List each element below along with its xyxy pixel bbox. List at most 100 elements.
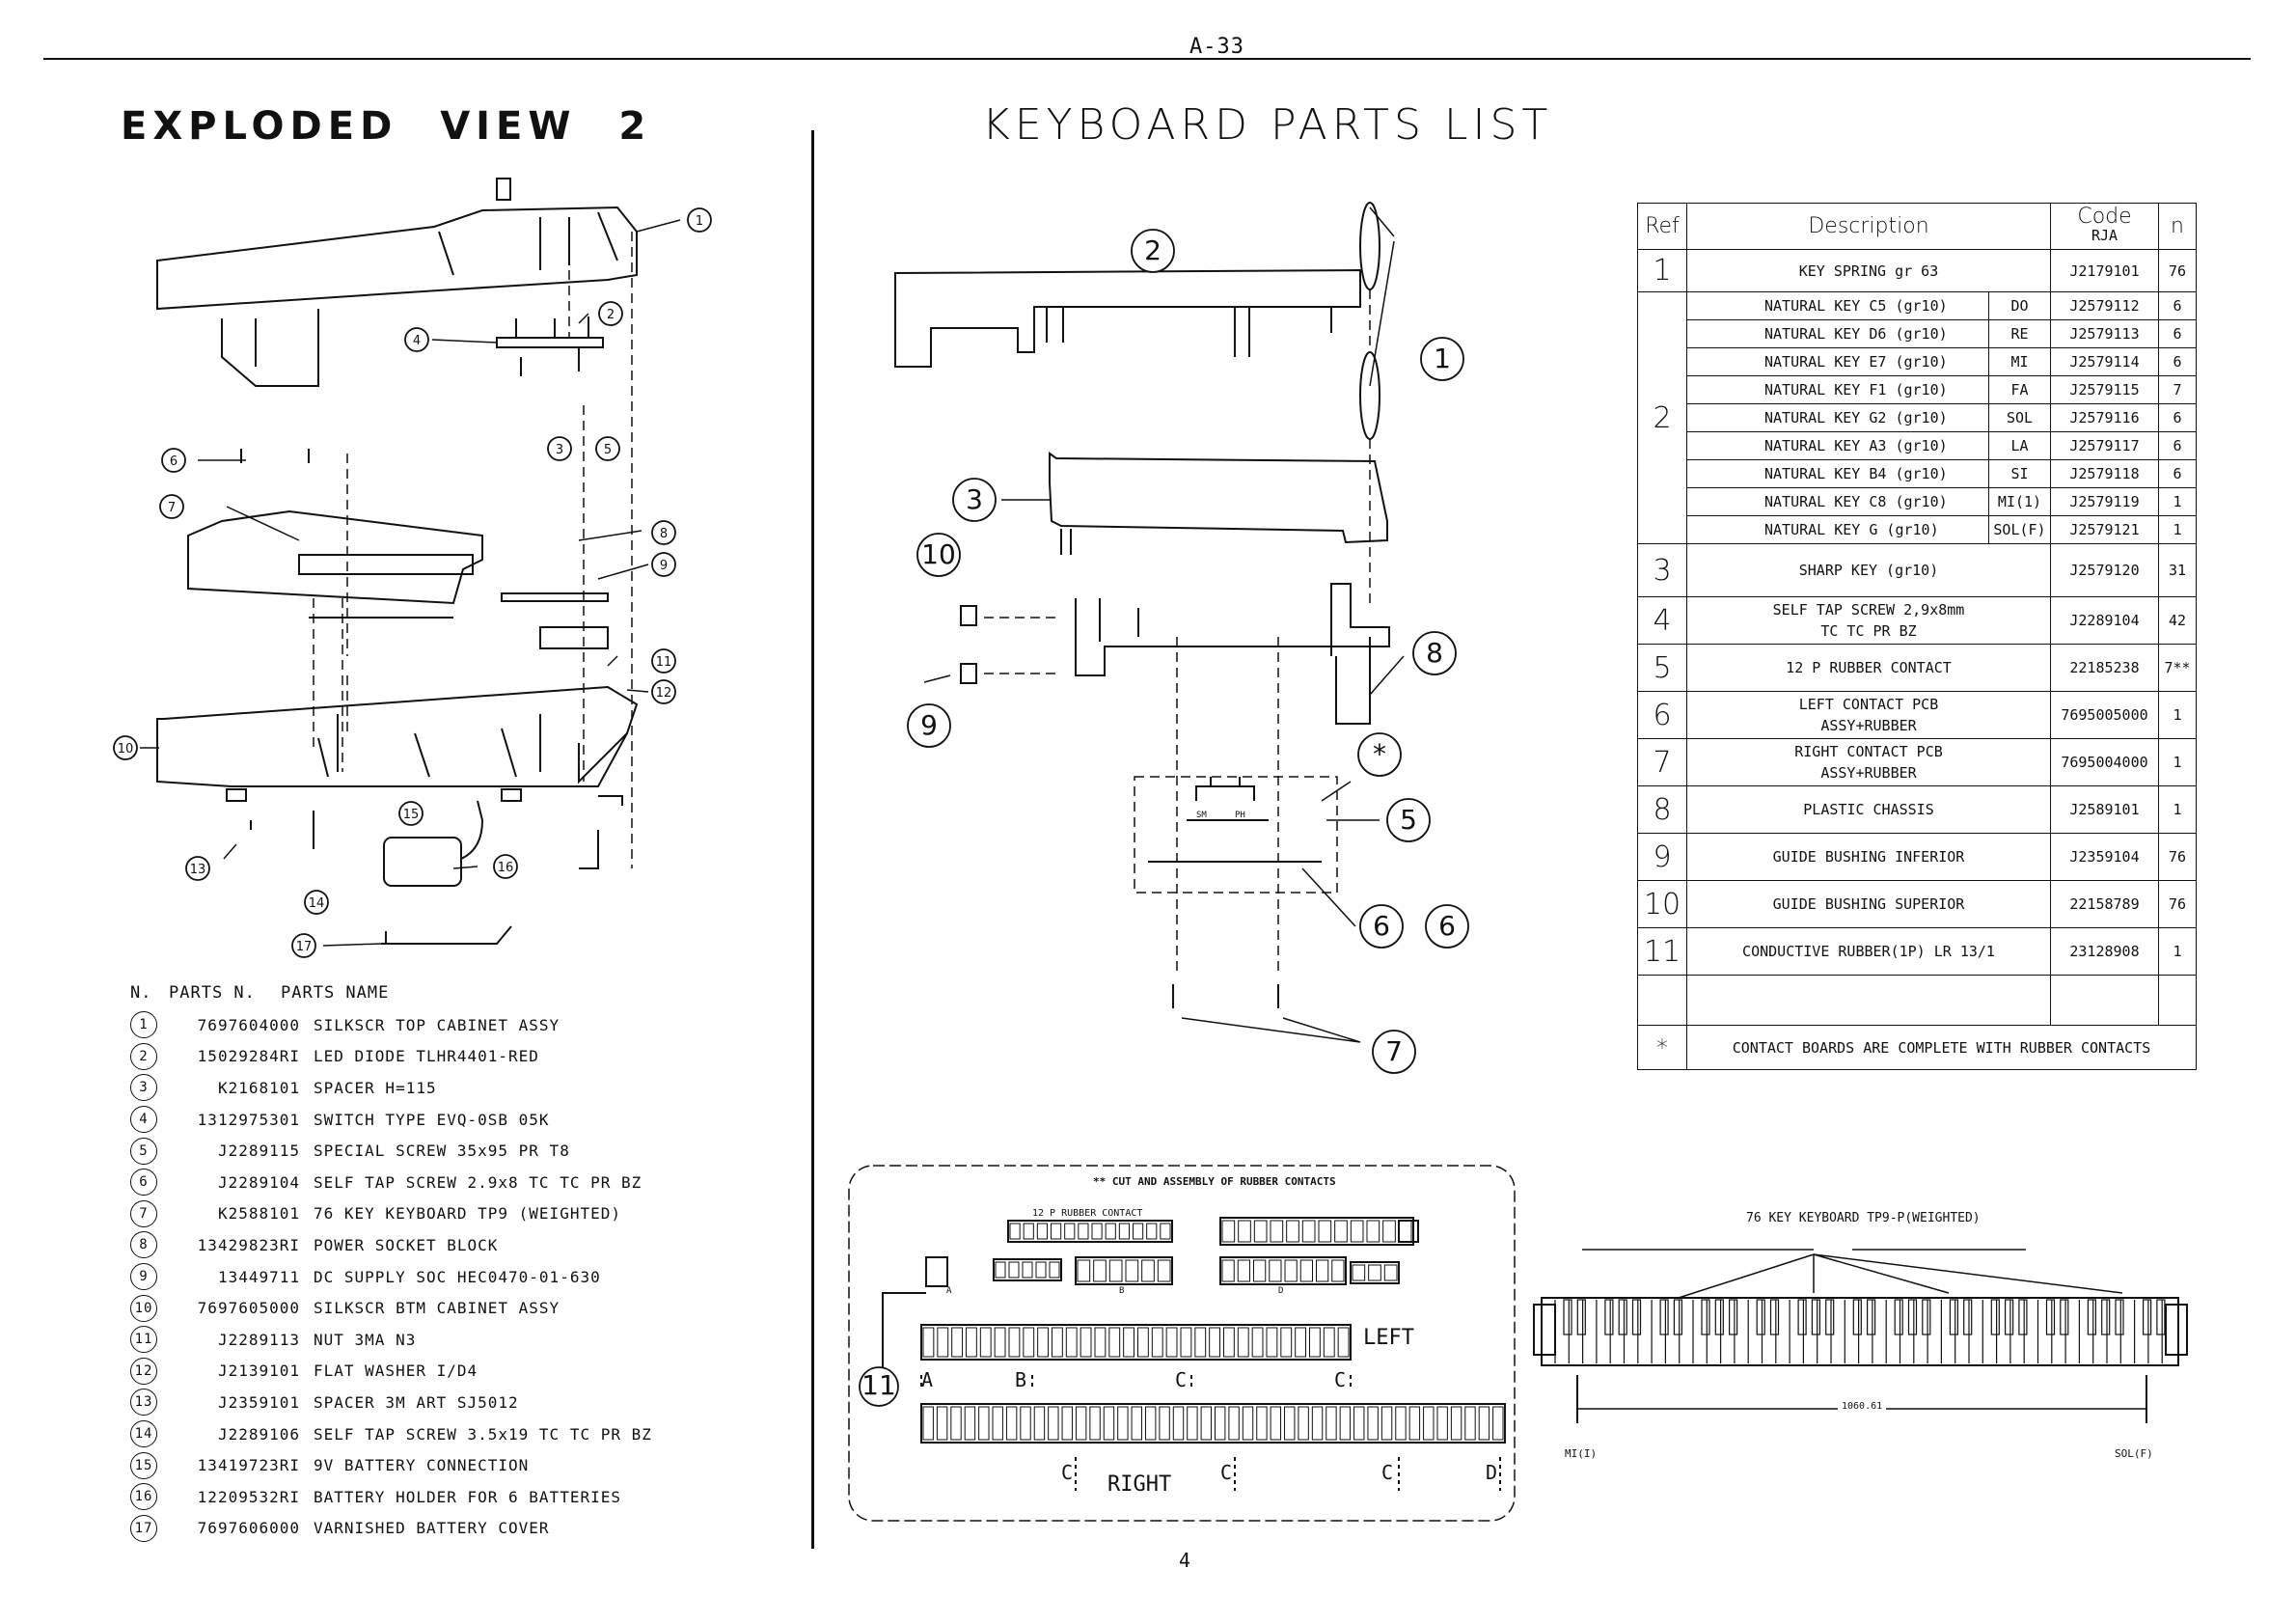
part-code: 15029284RI xyxy=(197,1047,300,1066)
callout-label: 4 xyxy=(413,334,421,348)
rubber-pad xyxy=(1223,1327,1235,1358)
rubber-pad xyxy=(1105,1223,1116,1240)
rubber-pad xyxy=(1334,1220,1348,1243)
cell-desc: SHARP KEY (gr10) xyxy=(1686,543,2051,597)
keyboard-top-view xyxy=(1533,1249,2188,1423)
rubber-pad xyxy=(1339,1406,1352,1441)
exploded-guide-lines xyxy=(313,232,633,868)
rubber-pad xyxy=(1298,1406,1309,1441)
cell-desc-line: LEFT CONTACT PCB xyxy=(1798,696,1939,713)
rubber-pads xyxy=(922,1220,1504,1441)
rubber-pad xyxy=(1064,1223,1076,1240)
rubber-pad xyxy=(1159,1406,1170,1441)
cell-desc-line2: ASSY+RUBBER xyxy=(1820,717,1917,734)
rubber-pad xyxy=(1266,1327,1278,1358)
cell-desc-line2: ASSY+RUBBER xyxy=(1820,764,1917,782)
black-key xyxy=(2101,1299,2111,1335)
cell-desc: 12 P RUBBER CONTACT xyxy=(1686,644,2051,692)
black-key xyxy=(1728,1299,1738,1335)
mark-c3: C xyxy=(1061,1461,1074,1484)
rubber-pad xyxy=(1350,1220,1364,1243)
part-name: POWER SOCKET BLOCK xyxy=(314,1235,499,1254)
th-code-sub: RJA xyxy=(2091,227,2118,244)
callout-label: 15 xyxy=(403,808,420,822)
cell-desc: NATURAL KEY G2 (gr10) xyxy=(1686,403,1989,432)
cell-note: LA xyxy=(1988,431,2051,460)
rubber-pad xyxy=(1146,1223,1158,1240)
rubber-pad xyxy=(1353,1406,1365,1441)
black-key xyxy=(1825,1299,1835,1335)
keyboard-right-label: SOL(F) xyxy=(2115,1447,2153,1460)
rubber-pad xyxy=(1077,1259,1091,1282)
cell-desc: CONDUCTIVE RUBBER(1P) LR 13/1 xyxy=(1686,927,2051,976)
cell-n: 76 xyxy=(2158,249,2197,292)
black-key xyxy=(2018,1299,2028,1335)
rubber-pad xyxy=(1367,1406,1379,1441)
rubber-pad xyxy=(1269,1259,1282,1282)
cell-code: 7695004000 xyxy=(2050,738,2159,786)
th-ref: Ref xyxy=(1637,203,1687,250)
callout-circle xyxy=(1372,1030,1416,1074)
black-key xyxy=(1866,1299,1876,1335)
cell-code: J2359104 xyxy=(2050,833,2159,881)
part-code: 13419723RI xyxy=(197,1456,300,1475)
rubber-pad xyxy=(1352,1264,1366,1281)
table-blank-row xyxy=(1637,975,2197,1026)
cell-n: 1 xyxy=(2158,738,2197,786)
callout-label: 6 xyxy=(170,454,178,469)
col-parts-name: PARTS NAME xyxy=(281,983,390,1003)
part-name: BATTERY HOLDER FOR 6 BATTERIES xyxy=(314,1487,621,1506)
rubber-pad xyxy=(1005,1406,1018,1441)
part-name: SPACER H=115 xyxy=(314,1078,437,1097)
rubber-box-subtitle: 12 P RUBBER CONTACT xyxy=(1032,1208,1143,1219)
rubber-pad xyxy=(1464,1406,1476,1441)
cell-desc-line: 12 P RUBBER CONTACT xyxy=(1786,659,1952,676)
black-key xyxy=(2045,1299,2056,1335)
rubber-pad xyxy=(1048,1406,1059,1441)
keyboard-dimension: 1060.61 xyxy=(1838,1401,1887,1412)
cell-ref: 5 xyxy=(1637,644,1687,692)
part-number-circle: 12 xyxy=(130,1357,157,1385)
part-number-circle: 7 xyxy=(130,1199,157,1227)
cell-note: MI xyxy=(1988,347,2051,376)
rubber-pad xyxy=(1033,1406,1046,1441)
cell-note: SI xyxy=(1988,459,2051,488)
black-key xyxy=(1631,1299,1642,1335)
cell-ref: 2 xyxy=(1637,291,1687,544)
cell-n: 76 xyxy=(2158,880,2197,928)
cell-desc: NATURAL KEY B4 (gr10) xyxy=(1686,459,1989,488)
callout-label: 2 xyxy=(1144,234,1162,266)
part-number-circle: 10 xyxy=(130,1294,157,1322)
callout-label: 8 xyxy=(660,527,668,541)
black-key xyxy=(1714,1299,1724,1335)
callout-circle xyxy=(493,854,518,879)
cell-code: J2579112 xyxy=(2050,291,2159,320)
callout-label: 9 xyxy=(660,559,668,573)
cell-n: 6 xyxy=(2158,459,2197,488)
rubber-pad xyxy=(1228,1406,1240,1441)
rubber-pad xyxy=(1284,1406,1296,1441)
part-code: 13429823RI xyxy=(197,1235,300,1254)
rubber-pad xyxy=(922,1406,934,1441)
part-code: 7697605000 xyxy=(197,1299,300,1318)
cell-note: SOL xyxy=(1988,403,2051,432)
rubber-pad xyxy=(937,1327,949,1358)
rubber-pad xyxy=(1450,1406,1462,1441)
part-number-circle: 1 xyxy=(130,1011,157,1039)
callout-label: 8 xyxy=(1426,637,1443,669)
black-key xyxy=(1756,1299,1765,1335)
rubber-pad xyxy=(936,1406,948,1441)
rubber-pad xyxy=(1036,1223,1049,1240)
rubber-pad xyxy=(1368,1264,1381,1281)
rubber-pad xyxy=(1080,1327,1092,1358)
black-key xyxy=(1659,1299,1669,1335)
cell-desc: NATURAL KEY E7 (gr10) xyxy=(1686,347,1989,376)
